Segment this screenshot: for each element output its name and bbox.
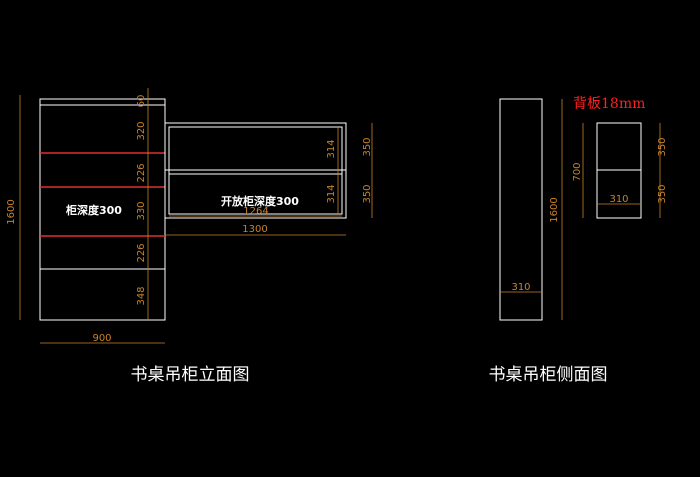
- dim-small-height: 700: [572, 162, 583, 181]
- dim-tall-depth: 310: [511, 282, 530, 293]
- dim-open-outer: 350: [362, 137, 373, 156]
- side-view-caption: 书桌吊柜侧面图: [489, 365, 608, 385]
- dim-open-height: 314: [326, 139, 337, 158]
- dim-shelf: 226: [136, 163, 147, 182]
- dim-open-inner-width: 1264: [243, 206, 268, 217]
- dim-shelf: 320: [136, 121, 147, 140]
- tall-side-outline: [499, 98, 543, 321]
- front-elevation: 1600 60 320 226 330 226 348 314 314 350 …: [6, 88, 373, 385]
- dim-open-height: 314: [326, 184, 337, 203]
- dim-shelf: 330: [136, 201, 147, 220]
- label-cabinet-depth: 柜深度300: [65, 203, 122, 217]
- dim-small-outer: 350: [657, 184, 668, 203]
- dim-shelf: 60: [136, 95, 147, 108]
- dim-open-outer: 350: [362, 184, 373, 203]
- dim-shelf: 226: [136, 243, 147, 262]
- dim-overall-width: 900: [92, 333, 111, 344]
- dim-overall-height: 1600: [6, 199, 17, 224]
- dim-shelf: 348: [136, 286, 147, 305]
- dim-tall-height: 1600: [549, 197, 560, 222]
- backboard-note: 背板18mm: [573, 96, 645, 112]
- dim-total-width: 1300: [242, 224, 267, 235]
- side-elevation: 310 1600 310 700 350 350 背板18mm 书桌吊柜侧面图: [489, 96, 669, 385]
- label-open-cabinet-depth: 开放柜深度300: [221, 194, 299, 208]
- front-view-caption: 书桌吊柜立面图: [131, 365, 250, 385]
- dim-small-depth: 310: [609, 194, 628, 205]
- dim-small-outer: 350: [657, 137, 668, 156]
